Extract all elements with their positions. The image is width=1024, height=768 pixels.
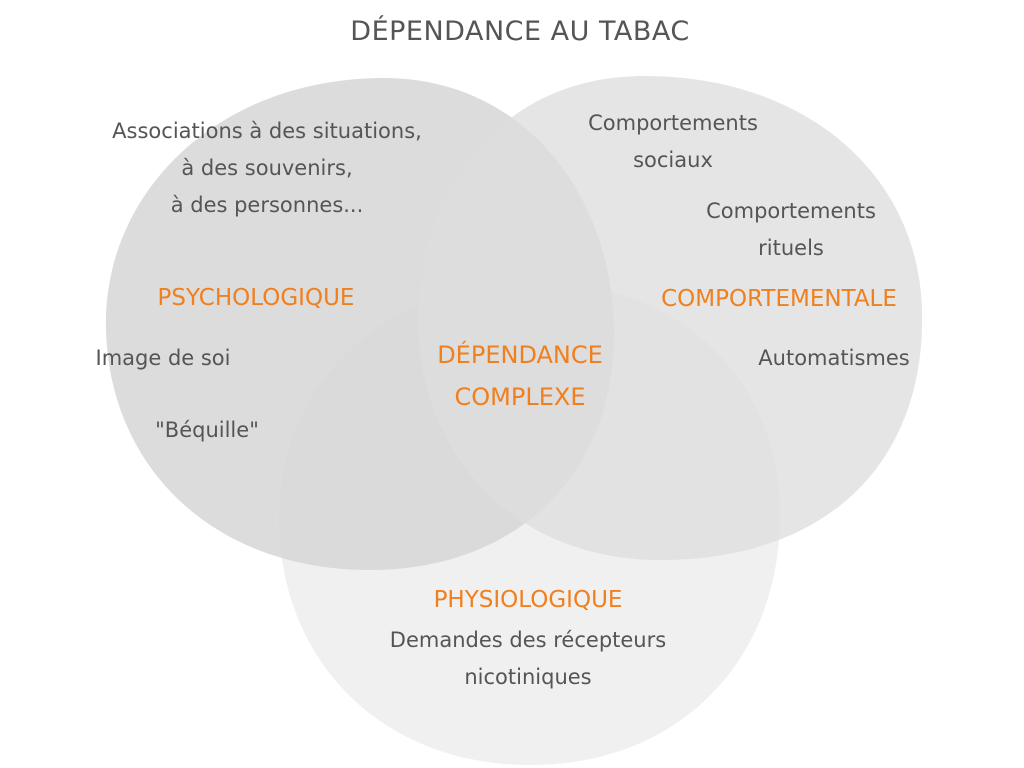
set-label-psychologique: PSYCHOLOGIQUE [157, 285, 355, 311]
psychologique-item-bequille: "Béquille" [155, 418, 259, 442]
text-line: Associations à des situations, [112, 119, 422, 143]
text-line: à des personnes... [170, 193, 364, 217]
comportementale-item-automatismes: Automatismes [758, 346, 910, 370]
text-line: Demandes des récepteurs [389, 628, 667, 652]
comportementale-item-sociaux: Comportements sociaux [588, 105, 758, 179]
text-line: Comportements [588, 111, 758, 135]
text-line: COMPLEXE [454, 383, 586, 411]
diagram-title: DÉPENDANCE AU TABAC [350, 16, 690, 47]
psychologique-item-image-de-soi: Image de soi [95, 346, 231, 370]
physiologique-item-recepteurs: Demandes des récepteurs nicotiniques [390, 622, 666, 696]
text-line: sociaux [633, 148, 713, 172]
text-line: rituels [758, 236, 824, 260]
text-line: à des souvenirs, [181, 156, 353, 180]
intersection-label: DÉPENDANCE COMPLEXE [437, 334, 603, 418]
set-label-physiologique: PHYSIOLOGIQUE [433, 587, 623, 613]
text-line: nicotiniques [464, 665, 592, 689]
psychologique-item-associations: Associations à des situations, à des sou… [112, 113, 422, 224]
text-line: Comportements [706, 199, 876, 223]
comportementale-item-rituels: Comportements rituels [706, 193, 876, 267]
set-label-comportementale: COMPORTEMENTALE [661, 286, 897, 312]
circle-comportementale [418, 75, 923, 560]
text-line: DÉPENDANCE [437, 341, 603, 369]
